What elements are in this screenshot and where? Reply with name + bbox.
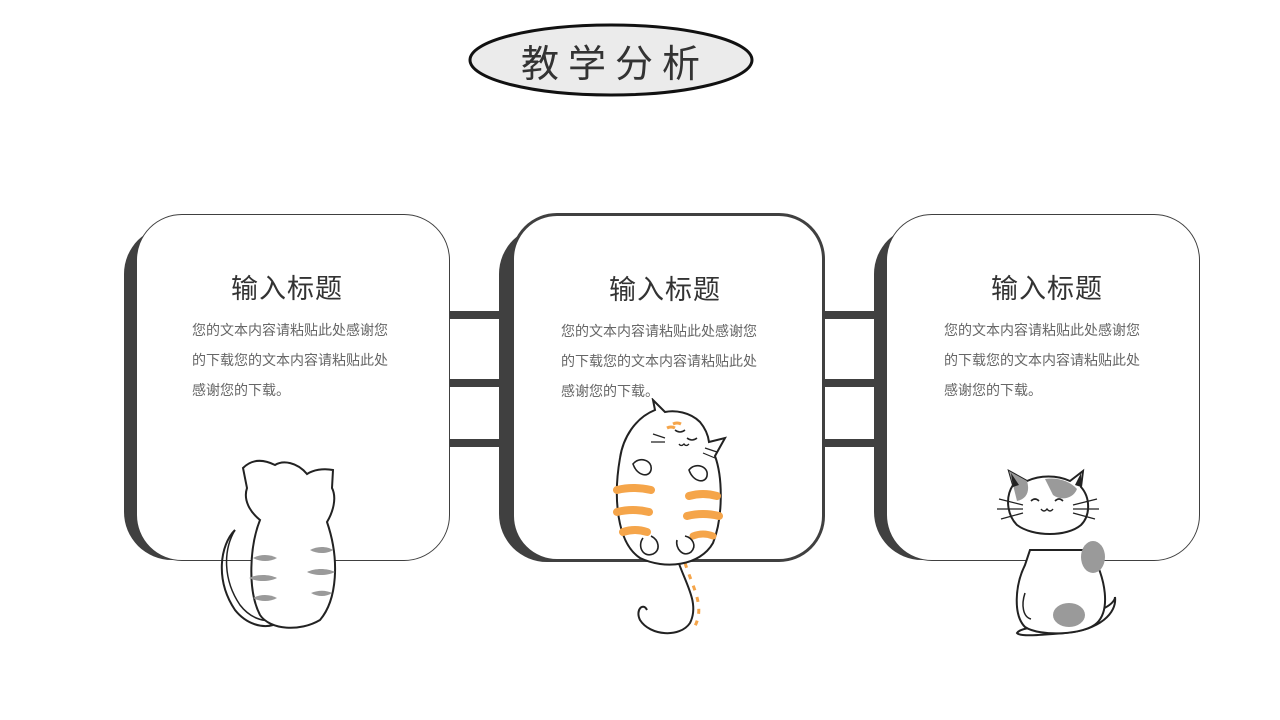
connector-bar <box>437 311 519 319</box>
card-title: 输入标题 <box>991 274 1103 305</box>
connector-bar <box>814 379 896 387</box>
connector-bar <box>814 439 896 447</box>
striped-cat-back-illustration <box>220 459 336 629</box>
page-title: 教学分析 <box>520 41 709 86</box>
connector-bar <box>437 379 519 387</box>
card-body: 您的文本内容请粘贴此处感谢您的下载您的文本内容请粘贴此处感谢您的下载。 <box>944 323 1140 399</box>
orange-cat-illustration <box>613 398 727 635</box>
card-body: 您的文本内容请粘贴此处感谢您的下载您的文本内容请粘贴此处感谢您的下载。 <box>192 323 388 399</box>
title-ellipse <box>468 23 754 97</box>
card-title: 输入标题 <box>231 274 343 305</box>
connector-bar <box>814 311 896 319</box>
card-body: 您的文本内容请粘贴此处感谢您的下载您的文本内容请粘贴此处感谢您的下载。 <box>561 324 757 400</box>
card-title: 输入标题 <box>609 275 721 306</box>
spotted-cat-illustration <box>997 468 1117 637</box>
title-badge: 教学分析 <box>467 22 755 98</box>
content-card-3: 输入标题 您的文本内容请粘贴此处感谢您的下载您的文本内容请粘贴此处感谢您的下载。 <box>886 214 1200 561</box>
connector-bar <box>437 439 519 447</box>
